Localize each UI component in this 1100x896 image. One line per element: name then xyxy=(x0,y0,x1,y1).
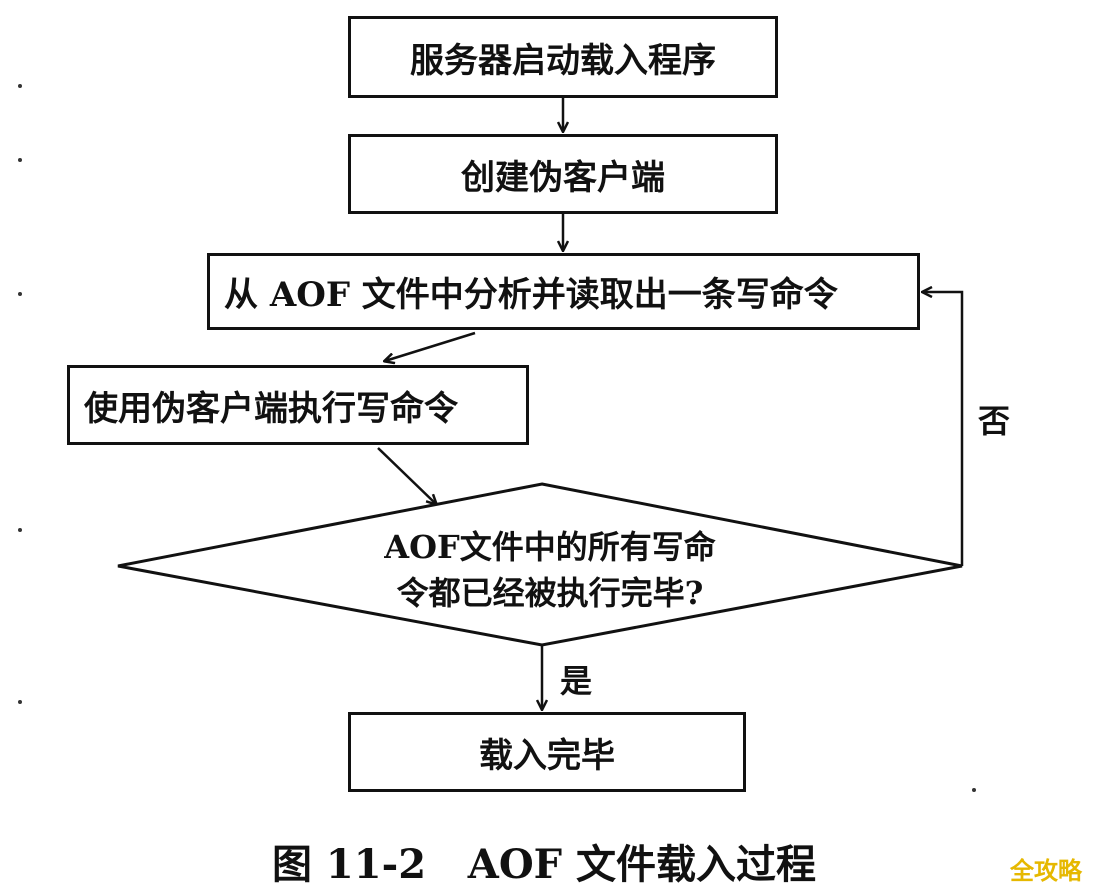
node-server-start: 服务器启动载入程序 xyxy=(348,16,778,98)
scan-dot xyxy=(18,84,22,88)
scan-dot xyxy=(18,292,22,296)
figure-caption: 图 11-2 AOF 文件载入过程 xyxy=(272,841,817,888)
watermark-logo: 全攻略 xyxy=(1006,849,1086,888)
node-load-complete-label: 载入完毕 xyxy=(479,735,615,776)
node-execute-command-label: 使用伪客户端执行写命令 xyxy=(84,388,458,429)
branch-yes-label: 是 xyxy=(560,662,593,700)
arrow-no-loop-back xyxy=(923,292,964,566)
node-read-command: 从 AOF 文件中分析并读取出一条写命令 xyxy=(207,253,920,330)
arrow-exec-to-decision xyxy=(377,447,436,504)
decision-label: AOF文件中的所有写命 令都已经被执行完毕? xyxy=(330,524,770,616)
node-server-start-label: 服务器启动载入程序 xyxy=(410,40,716,81)
scan-dot xyxy=(972,788,976,792)
node-create-fake-client: 创建伪客户端 xyxy=(348,134,778,214)
decision-label-line1: AOF文件中的所有写命 xyxy=(384,528,716,566)
scan-dot xyxy=(18,158,22,162)
node-read-command-label: 从 AOF 文件中分析并读取出一条写命令 xyxy=(224,275,838,315)
scan-dot xyxy=(18,700,22,704)
decision-label-line2: 令都已经被执行完毕? xyxy=(396,574,704,612)
arrow-read-to-exec xyxy=(385,331,476,361)
node-load-complete: 载入完毕 xyxy=(348,712,746,792)
branch-no-label: 否 xyxy=(978,402,1011,440)
node-execute-command: 使用伪客户端执行写命令 xyxy=(67,365,529,445)
node-create-fake-client-label: 创建伪客户端 xyxy=(461,157,665,198)
scan-dot xyxy=(18,528,22,532)
